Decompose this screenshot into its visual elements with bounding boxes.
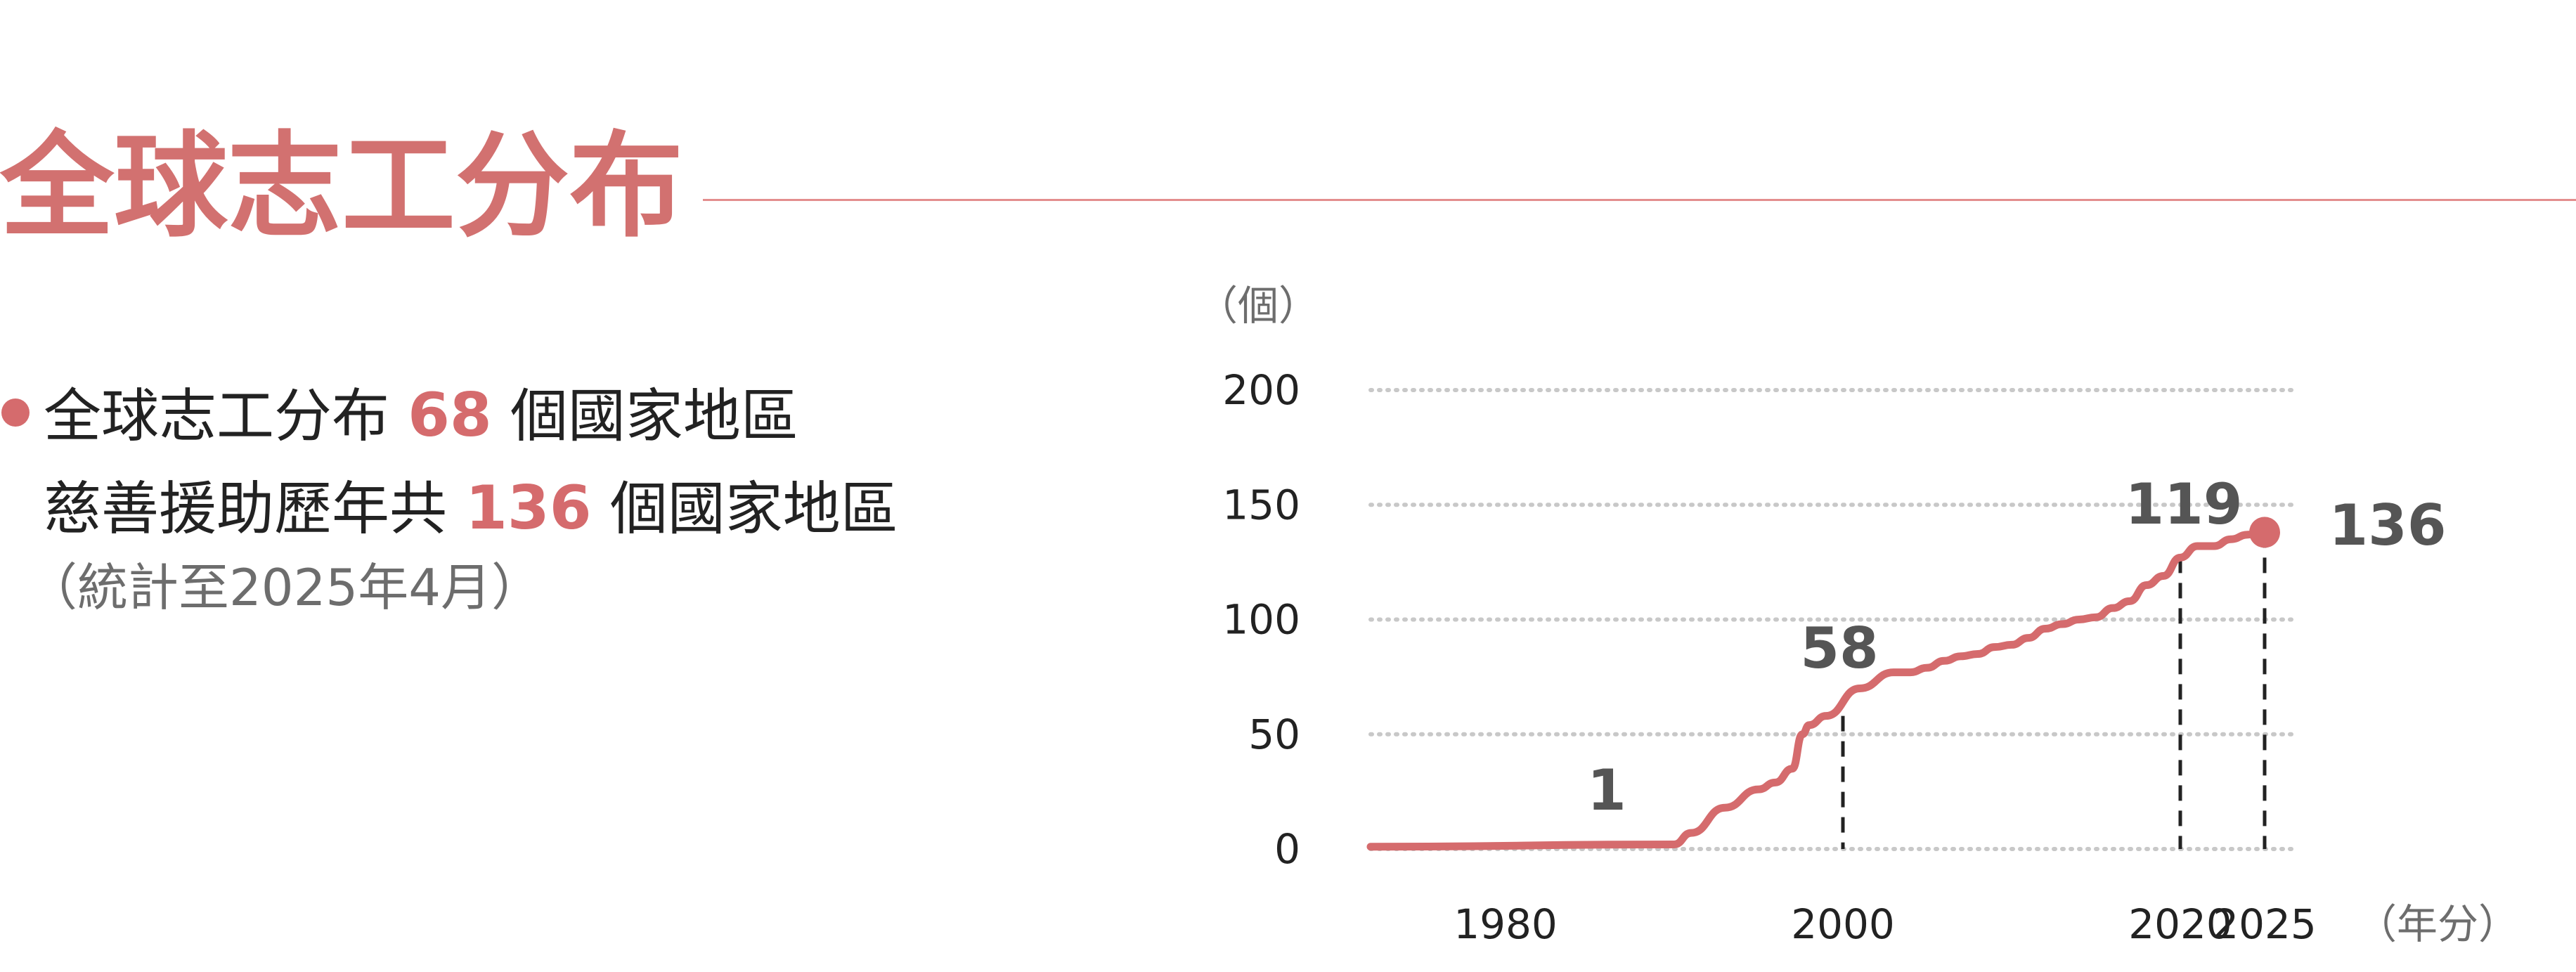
callout-label-136: 136 [2329, 493, 2447, 558]
callout-label-119: 119 [2125, 472, 2243, 537]
x-axis-unit-label: （年分） [2356, 900, 2519, 948]
title-divider [703, 199, 2576, 201]
volunteer-country-count: 68 [408, 380, 492, 451]
bullet-dot [1, 398, 30, 427]
y-axis-unit-label: （個） [1197, 282, 1319, 330]
summary-line-2: 慈善援助歷年共 136 個國家地區 [44, 478, 898, 538]
endpoint-marker [2249, 517, 2280, 548]
summary-line-2-suffix: 個國家地區 [609, 476, 898, 543]
aid-country-count: 136 [465, 473, 592, 543]
x-tick-label-2020: 2020 [2128, 900, 2232, 948]
series-line [1366, 528, 2269, 851]
x-tick-label-2000: 2000 [1791, 900, 1895, 948]
x-tick-label-1980: 1980 [1454, 900, 1558, 948]
y-tick-label-200: 200 [1222, 366, 1300, 414]
y-tick-label-150: 150 [1222, 481, 1300, 529]
page-title: 全球志工分布 [0, 121, 683, 253]
y-tick-label-0: 0 [1274, 825, 1300, 873]
y-tick-label-50: 50 [1248, 711, 1300, 758]
callout-label-1: 1 [1587, 758, 1626, 823]
summary-line-1: 全球志工分布 68 個國家地區 [44, 385, 798, 446]
summary-line-1-prefix: 全球志工分布 [44, 383, 390, 450]
y-tick-label-100: 100 [1222, 596, 1300, 644]
statistics-note: （統計至2025年4月） [27, 558, 543, 617]
summary-line-1-suffix: 個國家地區 [510, 383, 798, 450]
summary-line-2-prefix: 慈善援助歷年共 [44, 476, 448, 543]
x-tick-label-2025: 2025 [2213, 900, 2317, 948]
callout-label-58: 58 [1800, 616, 1878, 681]
